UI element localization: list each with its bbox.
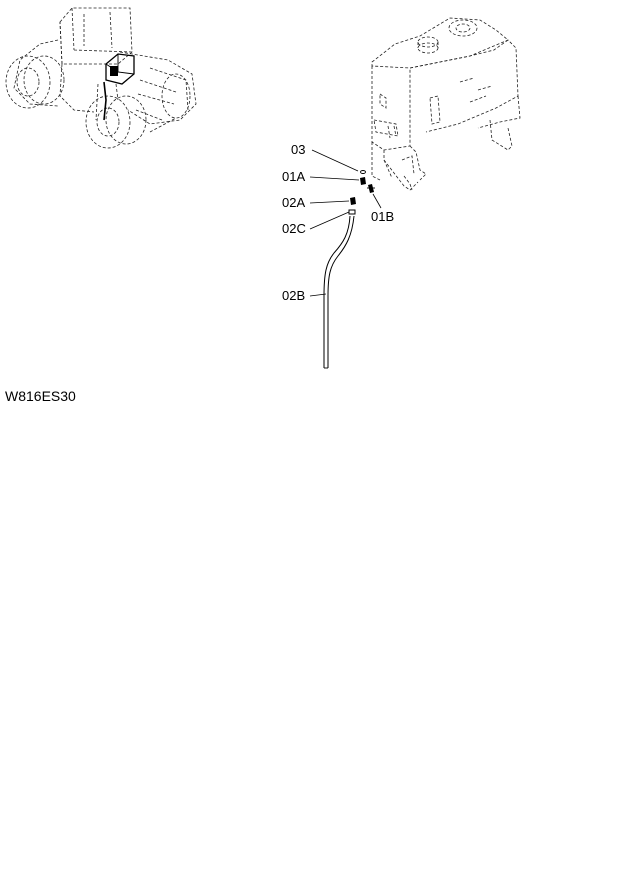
callout-03: 03 <box>291 142 306 157</box>
callout-01b: 01B <box>371 209 395 224</box>
callout-01a: 01A <box>282 169 306 184</box>
callout-02b: 02B <box>282 288 306 303</box>
leader-lines <box>309 149 382 297</box>
figure-code: W816ES30 <box>5 388 76 404</box>
wheel-loader-overview <box>5 7 197 149</box>
callout-02c: 02C <box>282 221 306 236</box>
callout-02a: 02A <box>282 195 306 210</box>
tank-assembly <box>371 17 521 191</box>
parts <box>323 170 375 369</box>
